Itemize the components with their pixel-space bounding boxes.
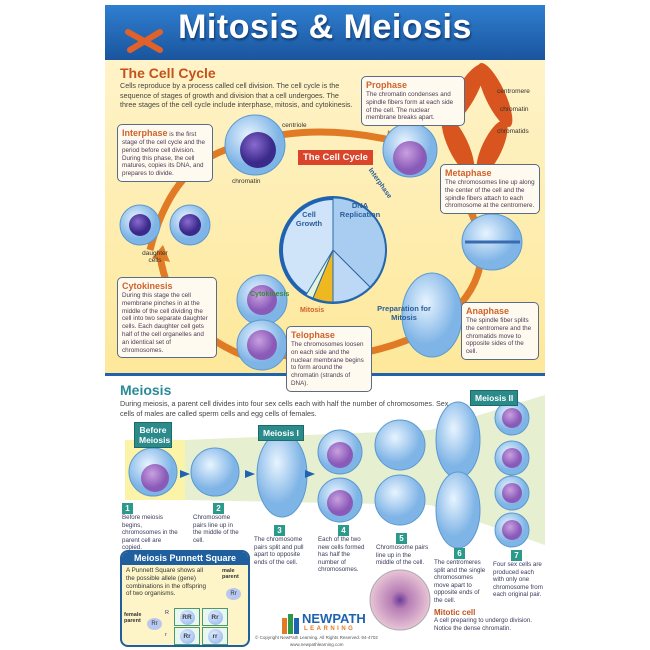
pie-label-dna-replication: DNA Replication: [339, 201, 381, 219]
label-centromere: centromere: [497, 88, 530, 95]
cell-cycle-intro: Cells reproduce by a process called cell…: [120, 81, 353, 109]
label-centriole: centriole: [282, 122, 307, 129]
phase-title: Cytokinesis: [122, 281, 173, 291]
tag-before-meiosis: Before Meiosis: [134, 422, 172, 448]
punnett-square-panel: Meiosis Punnett Square A Punnett Square …: [120, 550, 250, 647]
punnett-cell: rr: [202, 627, 228, 645]
brand-name: NEWPATH: [302, 611, 366, 626]
newpath-logo-icon: [282, 614, 299, 634]
meiosis-intro: During meiosis, a parent cell divides in…: [120, 399, 449, 418]
punnett-cell: Rr: [174, 627, 200, 645]
step-text: Four sex cells are produced each with on…: [493, 561, 543, 599]
step-text: Chromosome pairs line up in the middle o…: [193, 514, 239, 544]
step-number: 6: [454, 548, 465, 559]
label-chromatin-2: chromatin: [500, 106, 529, 113]
label-female-parent: female parent: [124, 612, 142, 624]
punnett-cell: RR: [174, 608, 200, 626]
phase-text: is the first stage of the cell cycle and…: [122, 131, 205, 178]
female-genotype: Rr: [147, 618, 162, 630]
pie-slice-cytokinesis: [305, 249, 334, 299]
copyright: © Copyright NewPath Learning. All Rights…: [255, 635, 378, 640]
phase-title: Metaphase: [445, 168, 492, 178]
punnett-text: A Punnett Square shows all the possible …: [126, 567, 207, 598]
pie-label-cytokinesis: Cytokinesis: [250, 291, 290, 298]
allele-recessive: r: [165, 632, 167, 638]
pie-label-preparation: Preparation for Mitosis: [377, 304, 431, 322]
phase-text: The chromosomes line up along the center…: [445, 179, 535, 210]
chromosome-logo-icon: [125, 29, 163, 53]
mitotic-cell-photo: [369, 569, 431, 631]
step-arrows: [180, 470, 315, 478]
meiosis-cells: [128, 400, 530, 549]
phase-title: Prophase: [366, 80, 408, 90]
step-text: Chromosome pairs line up in the middle o…: [376, 544, 429, 567]
genotype: rr: [207, 628, 223, 644]
phase-title: Anaphase: [466, 306, 510, 316]
phase-text: During this stage the cell membrane pinc…: [122, 292, 208, 354]
pie-label-cell-growth: Cell Growth: [295, 210, 323, 228]
genotype: RR: [179, 609, 195, 625]
phase-text: The chromatin condenses and spindle fibe…: [366, 91, 454, 122]
male-genotype: Rr: [226, 588, 241, 600]
mitotic-text: A cell preparing to undergo division. No…: [434, 617, 533, 632]
tag-meiosis-2: Meiosis II: [470, 390, 519, 406]
punnett-title: Meiosis Punnett Square: [122, 552, 248, 565]
step-number: 3: [274, 525, 285, 536]
phase-text: The chromosomes loosen on each side and …: [291, 341, 364, 387]
website[interactable]: www.newpathlearning.com: [290, 642, 344, 647]
label-daughter-cells: daughter cells: [142, 250, 168, 264]
genotype: Rr: [207, 609, 223, 625]
step-number: 1: [122, 503, 133, 514]
cell-cycle-diagram-title: The Cell Cycle: [298, 150, 373, 165]
label-chromatids: chromatids: [497, 128, 529, 135]
label-chromatin: chromatin: [232, 178, 261, 185]
phase-title: Interphase: [122, 128, 168, 138]
meiosis-heading: Meiosis: [120, 382, 172, 398]
allele-dominant: R: [165, 610, 169, 616]
mitotic-title: Mitotic cell: [434, 608, 476, 617]
poster-title: Mitosis & Meiosis: [178, 8, 472, 46]
cell-cycle-heading: The Cell Cycle: [120, 65, 216, 81]
step-text: The chromosome pairs split and pull apar…: [254, 536, 304, 566]
label-male-parent: male parent: [222, 568, 239, 580]
cell-cycle-pie: [279, 196, 387, 304]
punnett-cell: Rr: [202, 608, 228, 626]
phase-title: Telophase: [291, 330, 335, 340]
pie-slice-dna-replication: [332, 197, 386, 288]
step-text: The centromeres split and the single chr…: [434, 559, 486, 604]
tag-meiosis-1: Meiosis I: [258, 425, 304, 441]
pie-label-mitosis: Mitosis: [300, 307, 325, 314]
brand-subtitle: LEARNING: [304, 626, 356, 632]
step-number: 2: [213, 503, 224, 514]
phase-text: The spindle fiber splits the centromere …: [466, 317, 532, 356]
step-number: 5: [396, 533, 407, 544]
step-text: Before meiosis begins, chromosomes in th…: [122, 514, 178, 552]
step-text: Each of the two new cells formed has hal…: [318, 536, 365, 574]
interphase-box: Interphase is the first stage of the cel…: [117, 124, 213, 182]
step-number: 4: [338, 525, 349, 536]
step-number: 7: [511, 550, 522, 561]
header-bar: [105, 5, 545, 60]
genotype: Rr: [179, 628, 195, 644]
